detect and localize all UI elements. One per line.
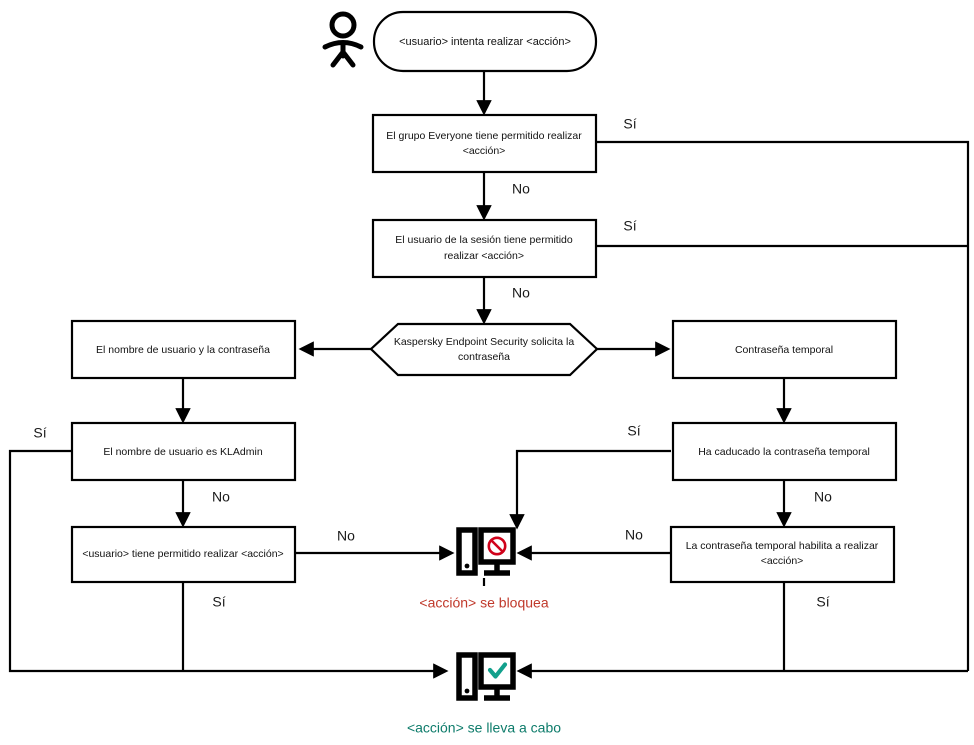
edge-label-temp-expired-no: No xyxy=(814,489,832,505)
edge-everyone-yes xyxy=(596,140,970,671)
node-session-user-line2: realizar <acción> xyxy=(444,250,524,262)
node-temp-enables-line2: <acción> xyxy=(761,555,804,567)
node-temp-expired[interactable]: Ha caducado la contraseña temporal xyxy=(671,421,898,482)
edge-temp-expired-yes xyxy=(509,449,671,530)
edge-label-everyone-yes: Sí xyxy=(623,116,636,132)
node-user-allowed-label: <usuario> tiene permitido realizar <acci… xyxy=(82,548,283,560)
edge-label-kladmin-yes: Sí xyxy=(33,425,46,441)
edge-label-temp-enables-yes: Sí xyxy=(816,594,829,610)
node-temp-enables-line1: La contraseña temporal habilita a realiz… xyxy=(686,540,879,552)
edge-label-temp-enables-no: No xyxy=(625,527,643,543)
node-user-allowed[interactable]: <usuario> tiene permitido realizar <acci… xyxy=(70,525,297,584)
node-username-password[interactable]: El nombre de usuario y la contraseña xyxy=(70,319,297,380)
node-temp-enables[interactable]: La contraseña temporal habilita a realiz… xyxy=(669,525,896,584)
node-username-password-label: El nombre de usuario y la contraseña xyxy=(96,344,270,356)
edge-kladmin-yes xyxy=(8,449,449,679)
edge-label-session-yes: Sí xyxy=(623,218,636,234)
node-kes-prompt-line2: contraseña xyxy=(458,351,510,363)
node-everyone-group-line1: El grupo Everyone tiene permitido realiz… xyxy=(386,130,582,142)
node-kes-prompt-line1: Kaspersky Endpoint Security solicita la xyxy=(394,336,574,348)
person-icon xyxy=(322,11,364,68)
node-is-kladmin-label: El nombre de usuario es KLAdmin xyxy=(103,446,262,458)
computer-blocked-icon xyxy=(456,527,516,576)
edge-label-kladmin-no: No xyxy=(212,489,230,505)
node-temp-expired-label: Ha caducado la contraseña temporal xyxy=(698,446,870,458)
edge-label-user-allowed-no: No xyxy=(337,528,355,544)
node-temp-password[interactable]: Contraseña temporal xyxy=(671,319,898,380)
node-start[interactable]: <usuario> intenta realizar <acción> xyxy=(372,10,598,73)
computer-allowed-icon xyxy=(456,652,516,701)
allowed-outcome-label: <acción> se lleva a cabo xyxy=(407,720,561,736)
node-everyone-group-line2: <acción> xyxy=(463,145,506,157)
node-session-user-line1: El usuario de la sesión tiene permitido xyxy=(395,234,573,246)
blocked-outcome-label: <acción> se bloquea xyxy=(419,595,548,611)
node-kes-prompt[interactable]: Kaspersky Endpoint Security solicita la … xyxy=(369,322,599,377)
node-start-label: <usuario> intenta realizar <acción> xyxy=(399,36,571,48)
edge-label-user-allowed-yes: Sí xyxy=(212,594,225,610)
node-everyone-group[interactable]: El grupo Everyone tiene permitido realiz… xyxy=(371,113,598,174)
node-is-kladmin[interactable]: El nombre de usuario es KLAdmin xyxy=(70,421,297,482)
edge-label-session-no: No xyxy=(512,285,530,301)
edge-label-everyone-no: No xyxy=(512,181,530,197)
node-temp-password-label: Contraseña temporal xyxy=(735,344,833,356)
node-session-user[interactable]: El usuario de la sesión tiene permitido … xyxy=(371,218,598,279)
edge-label-temp-expired-yes: Sí xyxy=(627,423,640,439)
